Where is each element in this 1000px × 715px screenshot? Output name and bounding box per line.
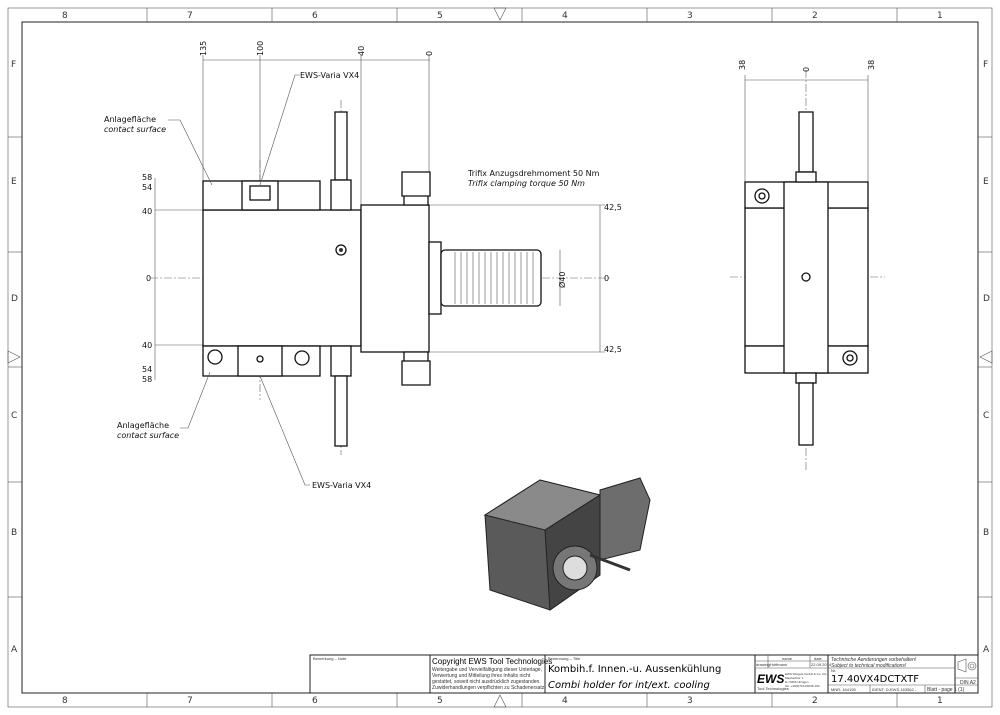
remark-label: Bemerkung – Note [313, 656, 347, 661]
column-label: 5 [437, 11, 443, 21]
column-label: 1 [937, 696, 943, 706]
row-label: D [983, 294, 990, 304]
copyright-line: Weitergabe und Vervielfältigung dieser U… [432, 667, 542, 673]
front-view: 38 0 38 [730, 60, 885, 470]
dim-58-bottom: 58 [142, 375, 152, 384]
date-header: date [814, 656, 823, 661]
center-marker-left [7, 350, 21, 364]
column-label: 2 [812, 11, 818, 21]
row-label: F [983, 60, 988, 70]
row-label: F [11, 60, 16, 70]
row-label: C [983, 411, 989, 421]
drawing-label: drawing [756, 662, 770, 667]
company-line: Tel. +49(0)7161/3048-100 [785, 684, 820, 688]
contact-surface-label-bottom: Anlagefläche [117, 421, 169, 430]
column-label: 1 [937, 11, 943, 21]
ident: IDENT: D-EWS-163562 - [872, 687, 917, 692]
column-label: 8 [62, 11, 68, 21]
row-label: B [983, 528, 989, 538]
logo-subtitle: Tool Technologies [757, 686, 789, 691]
column-label: 3 [687, 11, 693, 21]
row-label: E [983, 177, 989, 187]
dim-42-5-top: 42,5 [604, 203, 622, 212]
column-label: 8 [62, 696, 68, 706]
dim-58-top: 58 [142, 173, 152, 182]
copyright-line: Verwertung und Mitteilung ihres Inhalts … [432, 673, 531, 679]
contact-surface-label-top-en: contact surface [104, 125, 166, 134]
column-label: 4 [562, 11, 568, 21]
copyright-line: gestattet, soweit nicht ausdrücklich zug… [432, 679, 541, 685]
row-label: E [11, 177, 17, 187]
torque-note-en: Trifix clamping torque 50 Nm [468, 179, 585, 188]
center-marker-right [979, 350, 993, 364]
dim-40: 40 [357, 46, 366, 56]
callout-varia-bottom: EWS-Varia VX4 [312, 481, 371, 490]
torque-note-de: Trifix Anzugsdrehmoment 50 Nm [467, 169, 600, 178]
title-en: Combi holder for int/ext. cooling [548, 680, 710, 691]
column-label: 2 [812, 696, 818, 706]
designation-label: Benennung – Title [548, 656, 581, 661]
row-label: B [11, 528, 17, 538]
ews-logo: EWS [757, 672, 784, 686]
number-label: Nr. [831, 668, 836, 673]
dim-54-top: 54 [142, 183, 152, 192]
dim-54-bottom: 54 [142, 365, 152, 374]
front-dim-0: 0 [802, 67, 811, 72]
sheet-number: Blatt - page 1 (1) [927, 687, 965, 693]
center-marker-top [493, 7, 507, 21]
dim-135: 135 [199, 41, 208, 56]
column-label: 3 [687, 696, 693, 706]
company-line: Maybachstr. 1 [785, 676, 804, 680]
front-dim-38-right: 38 [867, 60, 876, 70]
part-number: 17.40VX4DCTXTF [831, 674, 919, 685]
contact-surface-label-bottom-en: contact surface [117, 431, 179, 440]
title-de: Kombih.f. Innen.-u. Aussenkühlung [548, 664, 721, 675]
copyright-line: Zuwiderhandlungen verpflichten zu Schade… [432, 685, 546, 691]
dim-0: 0 [425, 51, 434, 56]
row-label: A [983, 645, 990, 655]
drawn-by: Hoffmann [770, 662, 787, 667]
dim-0-right: 0 [604, 274, 609, 283]
projection-symbol-icon [957, 658, 967, 673]
dim-diameter: Ø40 [557, 272, 567, 288]
drawing-date: 22.09.2014 [811, 662, 832, 667]
name-header: name [782, 656, 793, 661]
notice-en: Subject to technical modifications! [831, 663, 907, 669]
notice-de: Technische Aenderungen vorbehalten! [831, 657, 917, 663]
column-label: 6 [312, 11, 318, 21]
isometric-render [483, 477, 651, 611]
column-label: 4 [562, 696, 568, 706]
row-label: C [11, 411, 17, 421]
column-label: 6 [312, 696, 318, 706]
side-view: 135 100 40 0 58 54 40 0 40 54 58 [104, 41, 622, 490]
title-block: Bemerkung – Note Copyright EWS Tool Tech… [309, 654, 979, 694]
frame-rulers [8, 8, 992, 707]
dim-42-5-bottom: 42,5 [604, 345, 622, 354]
callout-varia-top: EWS-Varia VX4 [300, 71, 359, 80]
company-line: EWS Weigele GmbH & Co. KG [785, 672, 827, 676]
dim-100: 100 [256, 41, 265, 56]
column-label: 7 [187, 696, 193, 706]
row-label: D [11, 294, 18, 304]
dim-40-bottom: 40 [142, 341, 152, 350]
dim-40-top: 40 [142, 207, 152, 216]
column-label: 5 [437, 696, 443, 706]
company-line: D-73466 Uhingen [785, 680, 809, 684]
contact-surface-label-top: Anlagefläche [104, 115, 156, 124]
row-label: A [11, 645, 18, 655]
center-marker-bottom [493, 694, 507, 708]
column-label: 7 [187, 11, 193, 21]
dim-0-left: 0 [146, 274, 151, 283]
mnr: MNR: 164195 [831, 687, 856, 692]
front-dim-38-left: 38 [738, 60, 747, 70]
paper-size: DIN A2 [960, 680, 976, 686]
copyright-title: Copyright EWS Tool Technologies [432, 657, 552, 666]
